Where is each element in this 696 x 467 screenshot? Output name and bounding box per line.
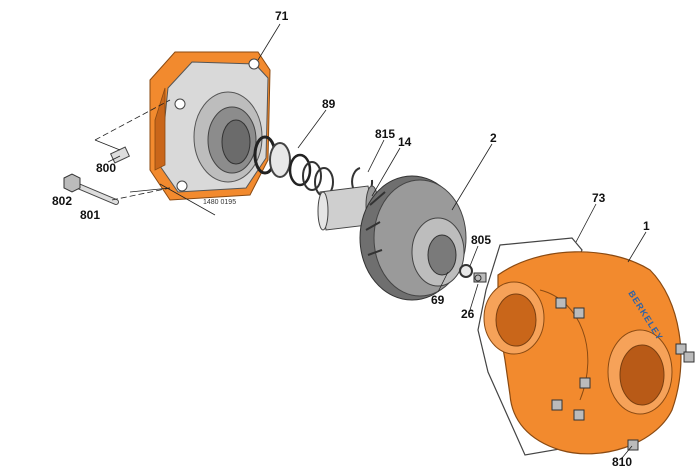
callout-26: 26: [461, 307, 475, 321]
callout-800: 800: [96, 161, 116, 175]
callout-73: 73: [592, 191, 606, 205]
callout-71: 71: [275, 9, 289, 23]
drawing-number: 1480 0195: [203, 199, 236, 206]
callout-2: 2: [490, 131, 497, 145]
callout-89: 89: [322, 97, 336, 111]
callout-801: 801: [80, 208, 100, 222]
impeller-bolt-26: [473, 272, 487, 283]
callout-805: 805: [471, 233, 491, 247]
callout-802: 802: [52, 194, 72, 208]
callout-14: 14: [398, 135, 412, 149]
adapter-bracket-71: [149, 51, 271, 201]
callout-labels: 71 89 815 14 2 73 1 800 802 801 805 69 2…: [52, 9, 650, 467]
callout-69: 69: [431, 293, 445, 307]
callout-810: 810: [612, 455, 632, 467]
cap-screw-800: [109, 146, 131, 164]
mechanical-seal-89: [253, 135, 334, 197]
assembly-line-lower: [111, 187, 171, 201]
stud-801: [75, 183, 119, 205]
assembly-line-upper: [94, 99, 171, 141]
leader-lines: [107, 23, 647, 459]
o-ring-805: [474, 274, 482, 282]
assembly-line-frame: [94, 139, 216, 216]
nut-802: [63, 173, 81, 193]
pump-casing-1: BERKELEY: [483, 251, 695, 455]
washer-69: [459, 264, 473, 278]
impeller-2: [359, 175, 467, 301]
callout-1: 1: [643, 219, 650, 233]
callout-815: 815: [375, 127, 395, 141]
